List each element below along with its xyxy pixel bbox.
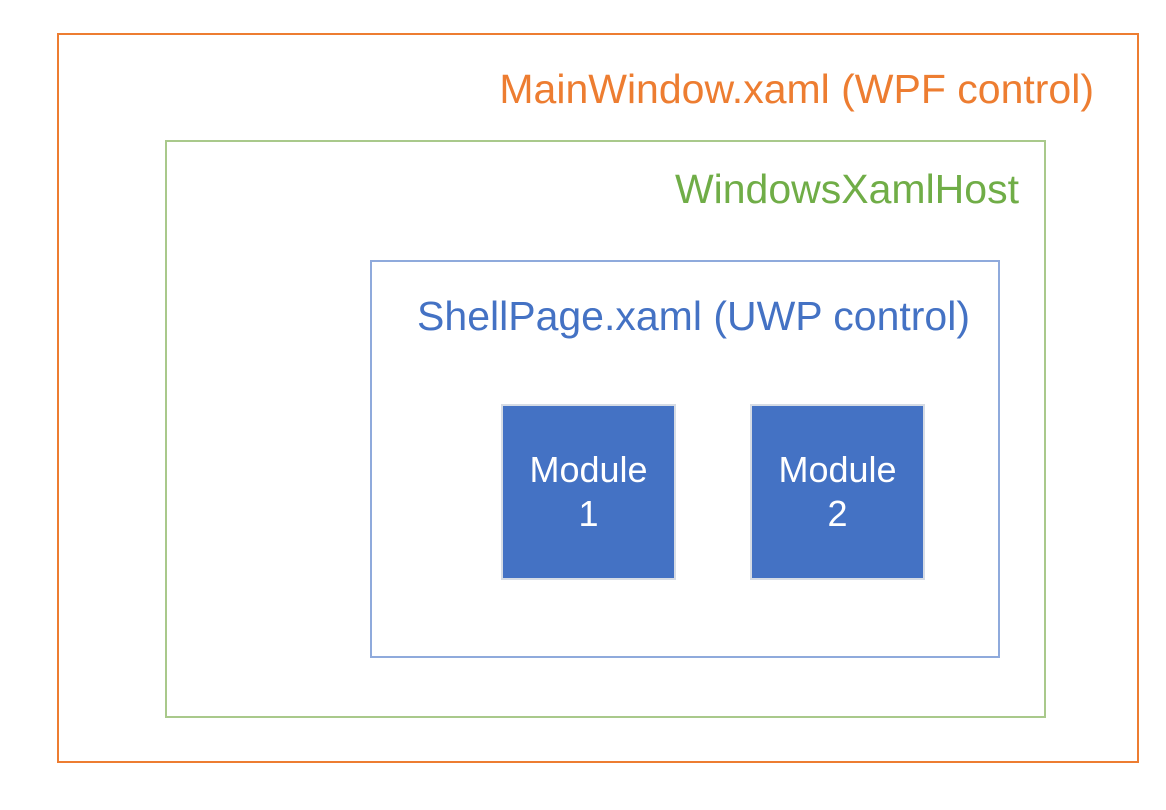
layer-shellpage-uwp: ShellPage.xaml (UWP control)	[370, 260, 1000, 658]
layer-windowsxamlhost: WindowsXamlHost	[165, 140, 1046, 718]
layer-mainwindow-wpf: MainWindow.xaml (WPF control)	[57, 33, 1139, 763]
module-box-1: Module 1	[501, 404, 676, 580]
module-box-2: Module 2	[750, 404, 925, 580]
layer-label-shellpage-uwp: ShellPage.xaml (UWP control)	[417, 293, 970, 339]
module-box-2-label: Module 2	[778, 449, 897, 534]
layer-label-mainwindow-wpf: MainWindow.xaml (WPF control)	[499, 66, 1094, 112]
layer-label-windowsxamlhost: WindowsXamlHost	[674, 166, 1019, 212]
module-box-1-label: Module 1	[529, 449, 648, 534]
